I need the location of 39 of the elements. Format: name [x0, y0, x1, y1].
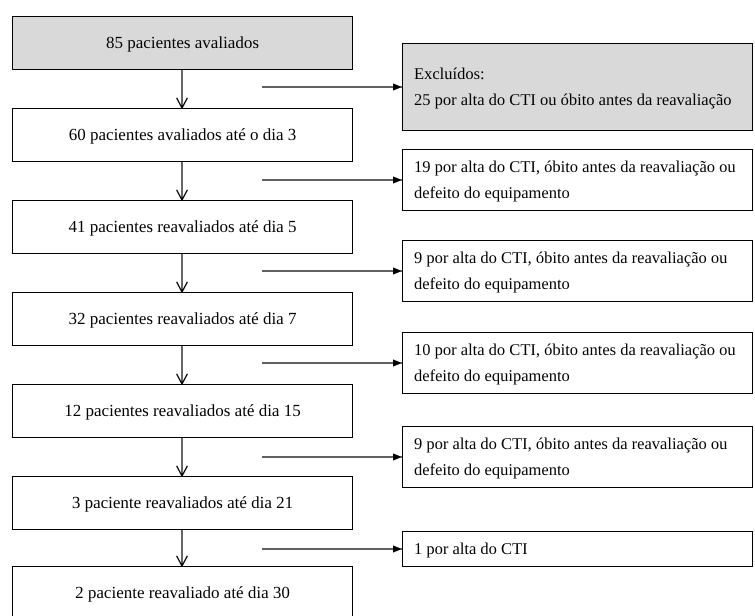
process-box — [12, 566, 353, 616]
exclusion-box — [402, 149, 753, 211]
exclusion-text: 9 por alta do CTI, óbito antes da reavaliação ou defeito do equipamento — [414, 247, 728, 295]
process-box — [12, 384, 353, 438]
arrow — [176, 438, 188, 477]
exclusion-text: 9 por alta do CTI, óbito antes da reavaliação ou defeito do equipamento — [414, 433, 728, 481]
exclusion-box — [402, 531, 753, 567]
process-box — [12, 292, 353, 346]
exclusion-box — [402, 240, 753, 302]
arrow — [262, 359, 402, 367]
box-label: 32 pacientes reavaliados até dia 7 — [68, 308, 296, 330]
exclusion-text: 1 por alta do CTI — [414, 538, 528, 560]
exclusion-box — [402, 426, 753, 488]
exclusion-box — [402, 332, 753, 394]
arrow — [176, 530, 188, 567]
arrow — [176, 346, 188, 385]
box-label: 60 pacientes avaliados até o dia 3 — [68, 124, 296, 146]
process-box — [12, 476, 353, 530]
arrow — [262, 267, 402, 275]
arrow — [176, 162, 188, 201]
process-box — [12, 108, 353, 162]
exclusion-text: 25 por alta do CTI ou óbito antes da reavaliação — [414, 89, 732, 111]
exclusion-text: 10 por alta do CTI, óbito antes da reavaliação ou defeito do equipamento — [414, 339, 737, 387]
box-label: 2 paciente reavaliado até dia 30 — [75, 582, 290, 604]
exclusion-box — [402, 43, 753, 131]
arrow — [262, 176, 402, 184]
arrow — [262, 545, 402, 553]
box-label: 12 pacientes reavaliados até dia 15 — [64, 400, 301, 422]
process-box — [12, 200, 353, 254]
box-label: 85 pacientes avaliados — [106, 32, 259, 54]
box-label: 3 paciente reavaliados até dia 21 — [72, 492, 294, 514]
exclusion-text: Excluídos: — [414, 63, 485, 85]
arrow — [176, 254, 188, 293]
arrow — [176, 70, 188, 109]
exclusion-text: 19 por alta do CTI, óbito antes da reavaliação ou defeito do equipamento — [414, 156, 737, 204]
process-box — [12, 16, 353, 70]
arrow — [262, 453, 402, 461]
arrow — [262, 83, 402, 91]
box-label: 41 pacientes reavaliados até dia 5 — [68, 216, 296, 238]
